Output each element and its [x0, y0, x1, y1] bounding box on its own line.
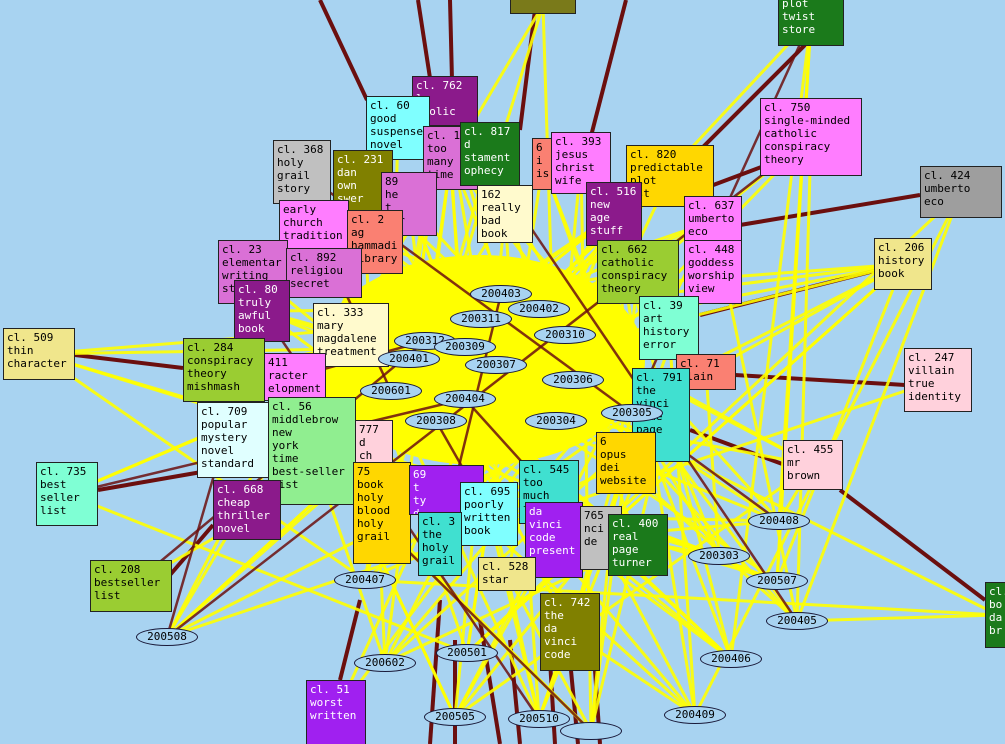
cluster-node-247[interactable]: cl. 247 villain true identity	[904, 348, 972, 412]
cluster-node-545[interactable]: cl. 545 too much time	[519, 460, 579, 524]
cluster-node-455[interactable]: cl. 455 mr brown	[783, 440, 843, 490]
outer-link	[97, 468, 214, 492]
inner-link	[495, 363, 999, 617]
cluster-node-637[interactable]: cl. 637 umberto eco	[684, 196, 742, 246]
inner-link	[407, 203, 438, 422]
period-node-200307[interactable]: 200307	[465, 356, 527, 374]
period-node-200306[interactable]: 200306	[542, 371, 604, 389]
inner-link	[541, 4, 558, 422]
cluster-node-6a[interactable]: 6 i is	[532, 138, 554, 190]
outer-link	[838, 488, 987, 602]
cluster-node-892[interactable]: cl. 892 religiou secret	[286, 248, 362, 298]
outer-link	[588, 0, 628, 141]
period-node-200401[interactable]: 200401	[378, 350, 440, 368]
inner-link	[795, 191, 963, 622]
cluster-node-528[interactable]: cl. 528 star	[478, 557, 536, 591]
inner-link	[313, 223, 780, 523]
period-node-200409[interactable]: 200409	[664, 706, 726, 724]
period-node-200404[interactable]: 200404	[434, 390, 496, 408]
cluster-node-815[interactable]	[510, 0, 576, 14]
period-node-200505[interactable]: 200505	[424, 708, 486, 726]
period-node-200405[interactable]: 200405	[766, 612, 828, 630]
cluster-node-393[interactable]: cl. 393 jesus christ wife	[551, 132, 611, 194]
cluster-node-411[interactable]: 411 racter elopment	[264, 353, 326, 401]
cluster-node-51[interactable]: cl. 51 worst written	[306, 680, 366, 744]
cluster-node-80[interactable]: cl. 80 truly awful book	[234, 280, 290, 342]
cluster-node-plot[interactable]: plot twist store	[778, 0, 844, 46]
inner-link	[66, 492, 468, 655]
inner-link	[704, 371, 721, 557]
cluster-node-662[interactable]: cl. 662 catholic conspiracy theory	[597, 240, 679, 304]
outer-link	[74, 353, 184, 370]
outer-link	[318, 0, 369, 101]
cluster-node-448[interactable]: cl. 448 goddess worship view	[684, 240, 742, 304]
cluster-node-333[interactable]: cl. 333 mary magdalene treatment	[313, 303, 389, 367]
outer-link	[518, 9, 537, 131]
inner-link	[454, 463, 814, 719]
cluster-node-424[interactable]: cl. 424 umberto eco	[920, 166, 1002, 218]
period-node-200303[interactable]: 200303	[688, 547, 750, 565]
cluster-node-208[interactable]: cl. 208 bestseller list	[90, 560, 172, 612]
cluster-node-742[interactable]: cl. 742 the da vinci code	[540, 593, 600, 671]
cluster-node-75[interactable]: 75 book holy blood holy grail	[353, 462, 411, 564]
period-node-200305[interactable]: 200305	[601, 404, 663, 422]
outer-link	[739, 193, 921, 227]
cluster-node-early[interactable]: early church tradition	[279, 200, 349, 250]
cluster-node-6b[interactable]: 6 opus dei website	[596, 432, 656, 494]
cluster-node-509[interactable]: cl. 509 thin character	[3, 328, 75, 380]
cluster-node-206[interactable]: cl. 206 history book	[874, 238, 932, 290]
cluster-node-400[interactable]: cl. 400 real page turner	[608, 514, 668, 576]
period-node-200508[interactable]: 200508	[136, 628, 198, 646]
cluster-node-162[interactable]: 162 really bad book	[477, 185, 533, 243]
period-node-200308[interactable]: 200308	[405, 412, 467, 430]
period-node-200310[interactable]: 200310	[534, 326, 596, 344]
inner-link	[487, 513, 541, 720]
period-node-200407[interactable]: 200407	[334, 571, 396, 589]
cluster-node-709[interactable]: cl. 709 popular mystery novel standard	[197, 402, 269, 478]
period-node-200309[interactable]: 200309	[434, 338, 496, 356]
outer-link	[448, 0, 454, 81]
period-node-200304[interactable]: 200304	[525, 412, 587, 430]
period-node-200408[interactable]: 200408	[748, 512, 810, 530]
cluster-node-368[interactable]: cl. 368 holy grail story	[273, 140, 331, 204]
outer-link	[338, 599, 362, 681]
period-node-200403[interactable]: 200403	[470, 285, 532, 303]
inner-link	[166, 262, 904, 639]
period-node-200311[interactable]: 200311	[450, 310, 512, 328]
outer-link	[548, 659, 557, 744]
inner-link	[775, 263, 905, 582]
inner-link	[537, 462, 628, 720]
outer-link	[688, 38, 812, 162]
cluster-node-3[interactable]: cl. 3 the holy grail	[418, 512, 462, 576]
period-node-200510[interactable]: 200510	[508, 710, 570, 728]
period-node-200501[interactable]: 200501	[436, 644, 498, 662]
cluster-node-695[interactable]: cl. 695 poorly written book	[460, 482, 518, 546]
period-node-200406[interactable]: 200406	[700, 650, 762, 668]
period-node-blank[interactable]	[560, 722, 622, 740]
inner-link	[795, 136, 813, 622]
cluster-node-750[interactable]: cl. 750 single-minded catholic conspirac…	[760, 98, 862, 176]
period-node-200402[interactable]: 200402	[508, 300, 570, 318]
cluster-node-284[interactable]: cl. 284 conspiracy theory mishmash	[183, 338, 265, 402]
cluster-node-735[interactable]: cl. 735 best seller list	[36, 462, 98, 526]
cluster-node-56[interactable]: cl. 56 middlebrow new york time best-sel…	[268, 397, 356, 505]
cluster-node-668[interactable]: cl. 668 cheap thriller novel	[213, 480, 281, 540]
cluster-node-817[interactable]: cl. 817 d stament ophecy	[460, 122, 520, 186]
period-node-200602[interactable]: 200602	[354, 654, 416, 672]
period-node-200601[interactable]: 200601	[360, 382, 422, 400]
cluster-node-brown[interactable]: cl. bo da br	[985, 582, 1005, 648]
period-node-200507[interactable]: 200507	[746, 572, 808, 590]
cluster-node-39[interactable]: cl. 39 art history error	[639, 296, 699, 360]
outer-link	[478, 619, 502, 744]
cluster-node-516[interactable]: cl. 516 new age stuff	[586, 182, 642, 246]
outer-link	[416, 0, 432, 79]
inner-link	[796, 613, 999, 623]
